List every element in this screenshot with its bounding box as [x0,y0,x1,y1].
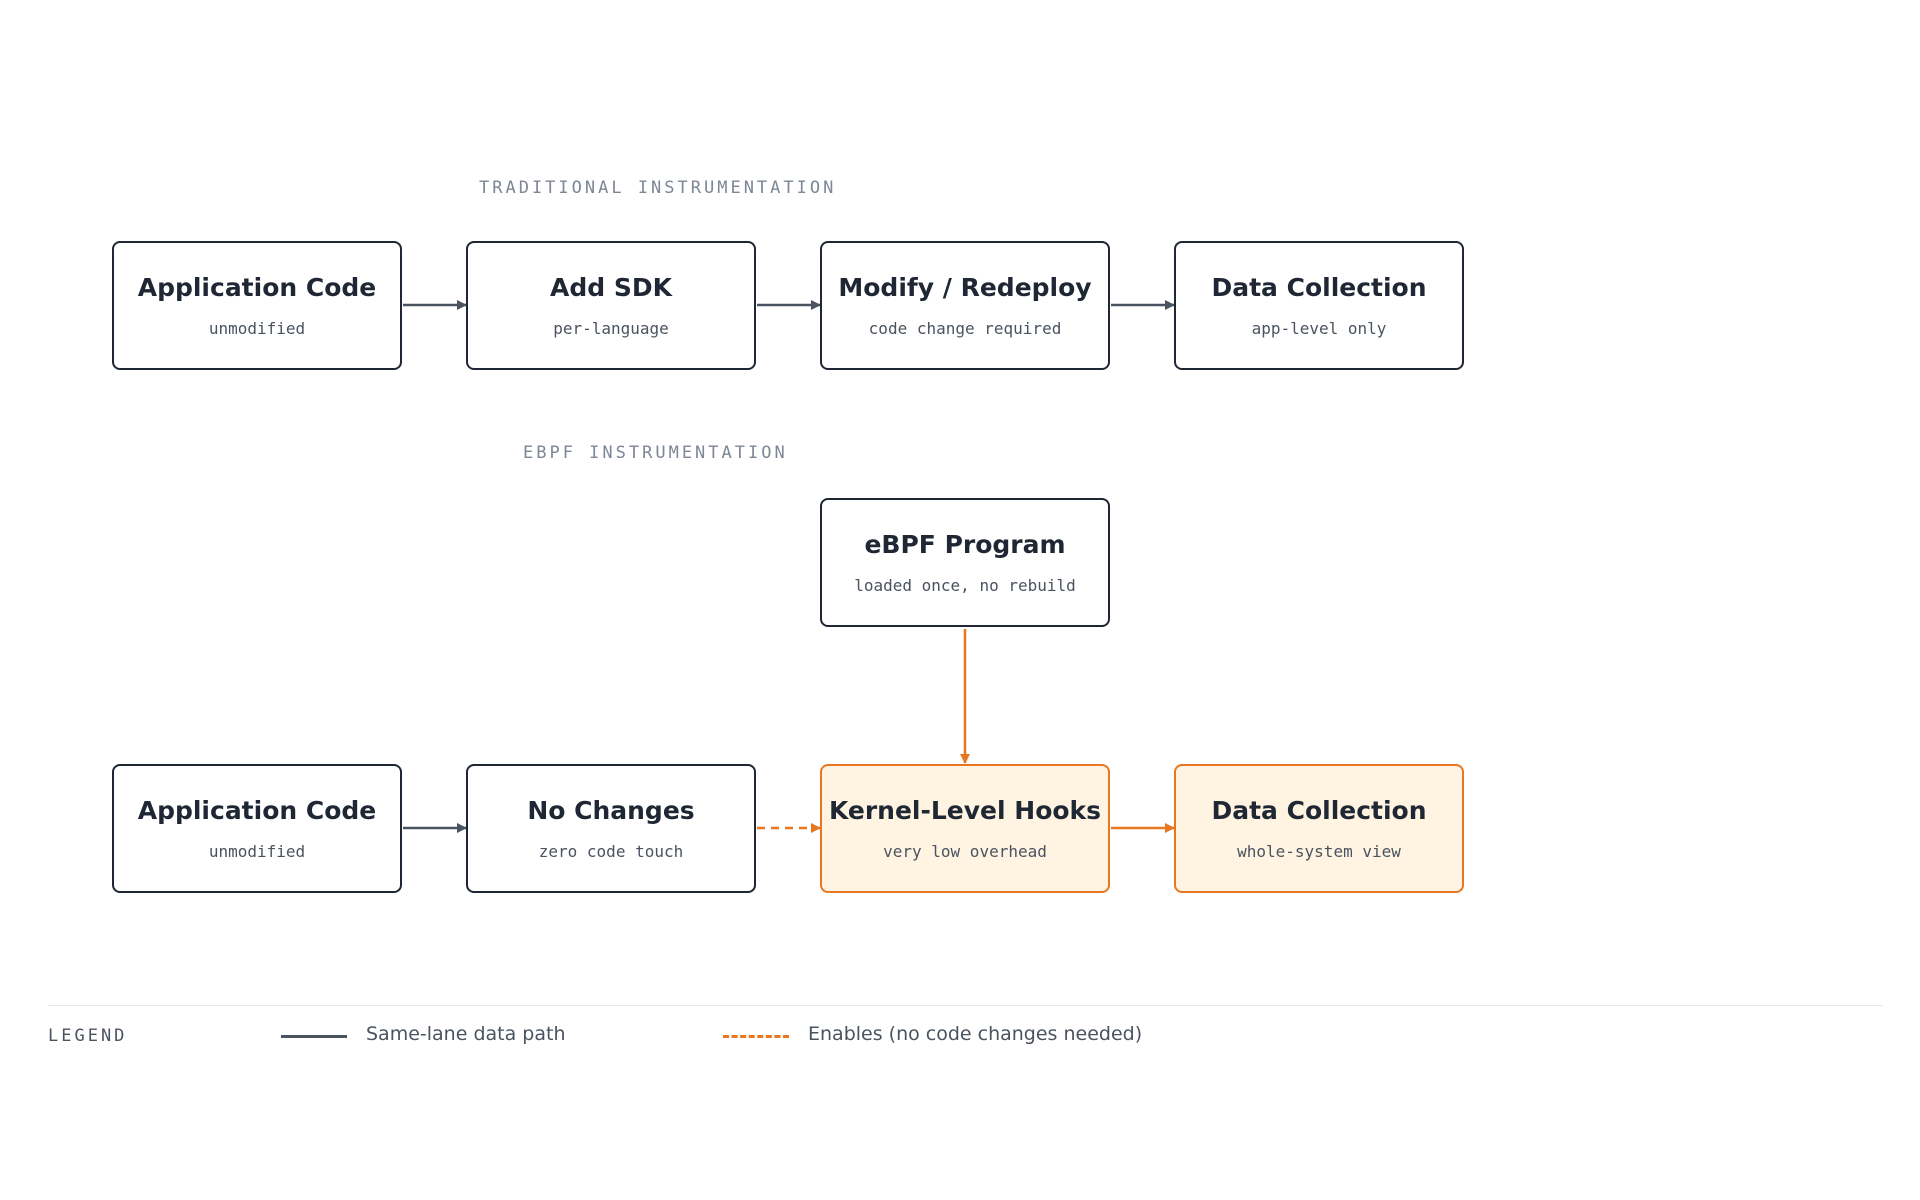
node-subtitle: very low overhead [883,842,1047,861]
node-subtitle: code change required [868,319,1062,338]
node-subtitle: loaded once, no rebuild [854,576,1076,595]
legend-swatch-dashed [723,1035,789,1038]
legend-label-dashed: Enables (no code changes needed) [808,1023,1143,1045]
node-ebpf-application-code: Application Code unmodified [112,764,402,893]
legend-title: LEGEND [48,1026,128,1046]
node-title: Kernel-Level Hooks [828,796,1102,825]
legend-divider [48,1005,1883,1006]
node-traditional-application-code: Application Code unmodified [112,241,402,370]
node-ebpf-kernel-hooks: Kernel-Level Hooks very low overhead [820,764,1110,893]
node-subtitle: zero code touch [538,842,684,861]
node-subtitle: app-level only [1251,319,1387,338]
node-title: Add SDK [550,273,672,302]
node-traditional-modify-redeploy: Modify / Redeploy code change required [820,241,1110,370]
lane-title-ebpf: EBPF INSTRUMENTATION [523,443,788,463]
node-traditional-data-collection: Data Collection app-level only [1174,241,1464,370]
node-traditional-add-sdk: Add SDK per-language [466,241,756,370]
node-subtitle: whole-system view [1237,842,1401,861]
node-subtitle: unmodified [208,842,306,861]
node-ebpf-program: eBPF Program loaded once, no rebuild [820,498,1110,627]
node-ebpf-no-changes: No Changes zero code touch [466,764,756,893]
node-title: Application Code [137,796,377,825]
node-title: Data Collection [1211,273,1427,302]
node-title: eBPF Program [864,530,1066,559]
node-ebpf-data-collection: Data Collection whole-system view [1174,764,1464,893]
node-subtitle: unmodified [208,319,306,338]
node-title: No Changes [527,796,695,825]
legend-label-solid: Same-lane data path [366,1023,566,1045]
node-title: Application Code [137,273,377,302]
node-title: Data Collection [1211,796,1427,825]
node-title: Modify / Redeploy [838,273,1092,302]
lane-title-traditional: TRADITIONAL INSTRUMENTATION [479,178,837,198]
node-subtitle: per-language [553,319,669,338]
legend-swatch-solid [281,1035,347,1038]
